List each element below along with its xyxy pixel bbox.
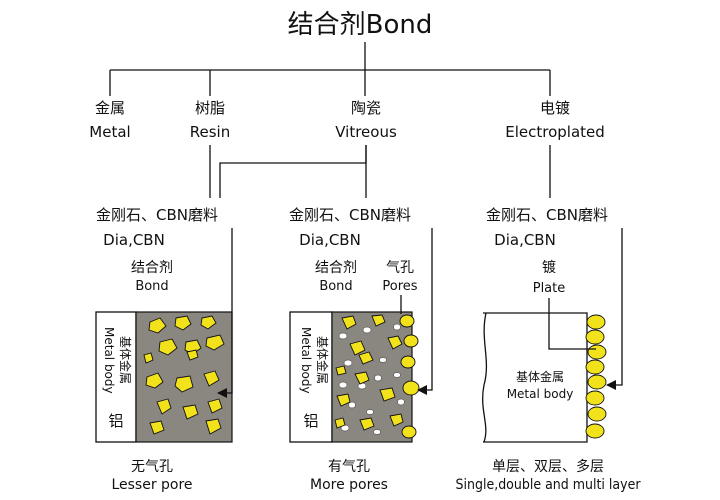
panel-2-metal-body-cn: 基体金属	[315, 336, 330, 384]
level-two-connectors	[209, 145, 551, 198]
bond-type-metal-en: Metal	[89, 123, 130, 141]
bond-type-resin-en: Resin	[190, 123, 230, 141]
panel-3-plate-cn: 镀	[542, 259, 556, 276]
panel-2-bottom-en: More pores	[310, 477, 388, 493]
panel-electroplated: 金刚石、CBN磨料 Dia,CBN 镀 Plate 基体金属 Metal bod…	[456, 206, 641, 493]
panel-1-aluminum: 铝	[108, 412, 123, 430]
panel-2-arrow	[417, 228, 433, 395]
bond-type-resin-cn: 树脂	[195, 99, 225, 117]
panel-2-pores-en: Pores	[382, 279, 417, 294]
panel-2-edge-grains	[399, 314, 420, 439]
tree-connectors	[109, 42, 551, 96]
panel-2-aluminum: 铝	[303, 412, 318, 430]
panel-3-arrow	[606, 228, 623, 390]
panel-2-metal-body	[289, 311, 333, 443]
bond-type-electroplated-en: Electroplated	[505, 123, 605, 141]
panel-3-bottom-cn: 单层、双层、多层	[492, 458, 604, 475]
panel-2-abrasive-en: Dia,CBN	[299, 231, 361, 249]
panel-1-metal-body-en: Metal body	[102, 327, 116, 394]
panel-2-abrasive-grains	[334, 314, 404, 431]
panel-2-metal-body-en: Metal body	[299, 327, 313, 394]
panel-1-arrow	[217, 228, 233, 398]
panel-3-metal-body	[483, 312, 588, 443]
panel-3-abrasive-cn: 金刚石、CBN磨料	[486, 206, 608, 224]
bond-type-electroplated: 电镀 Electroplated	[505, 99, 605, 141]
panel-more-pores: 金刚石、CBN磨料 Dia,CBN 结合剂 Bond 气孔 Pores 基体金属…	[289, 206, 420, 493]
panel-2-bond-cn: 结合剂	[315, 260, 357, 276]
panel-3-metal-body-en: Metal body	[507, 387, 574, 401]
panel-1-bond-cn: 结合剂	[131, 260, 173, 276]
panel-1-bottom-en: Lesser pore	[111, 477, 192, 493]
panel-3-metal-body-cn: 基体金属	[516, 369, 564, 384]
panel-1-abrasive-en: Dia,CBN	[103, 231, 165, 249]
panel-2-bottom-cn: 有气孔	[328, 459, 370, 475]
panel-3-abrasive-en: Dia,CBN	[494, 231, 556, 249]
bond-type-metal: 金属 Metal	[89, 99, 130, 141]
panel-3-body-edge	[482, 312, 488, 443]
bond-type-electroplated-cn: 电镀	[540, 99, 570, 117]
diagram-title: 结合剂Bond	[288, 10, 433, 40]
panel-1-bottom-cn: 无气孔	[131, 459, 173, 475]
panel-1-abrasive-grains	[143, 315, 225, 435]
panel-1-bond-en: Bond	[135, 279, 168, 294]
panel-2-abrasive-cn: 金刚石、CBN磨料	[289, 206, 411, 224]
panel-3-bottom-en: Single,double and multi layer	[456, 477, 641, 493]
panel-3-plate-pointer	[548, 298, 596, 350]
bond-type-vitreous-en: Vitreous	[335, 123, 397, 141]
bond-type-resin: 树脂 Resin	[190, 99, 230, 141]
panel-lesser-pore: 金刚石、CBN磨料 Dia,CBN 结合剂 Bond 基体金属 Metal bo…	[95, 206, 233, 493]
panel-3-plated-grains	[585, 314, 607, 439]
bond-type-vitreous-cn: 陶瓷	[351, 99, 381, 117]
bond-type-metal-cn: 金属	[95, 99, 125, 117]
panel-2-pores-cn: 气孔	[386, 260, 414, 276]
panel-1-abrasive-cn: 金刚石、CBN磨料	[96, 206, 218, 224]
bond-type-vitreous: 陶瓷 Vitreous	[335, 99, 397, 141]
panel-3-plate-en: Plate	[533, 281, 566, 296]
panel-1-metal-body-cn: 基体金属	[118, 336, 133, 384]
panel-2-pores	[338, 323, 405, 435]
panel-2-bond-en: Bond	[319, 279, 352, 294]
